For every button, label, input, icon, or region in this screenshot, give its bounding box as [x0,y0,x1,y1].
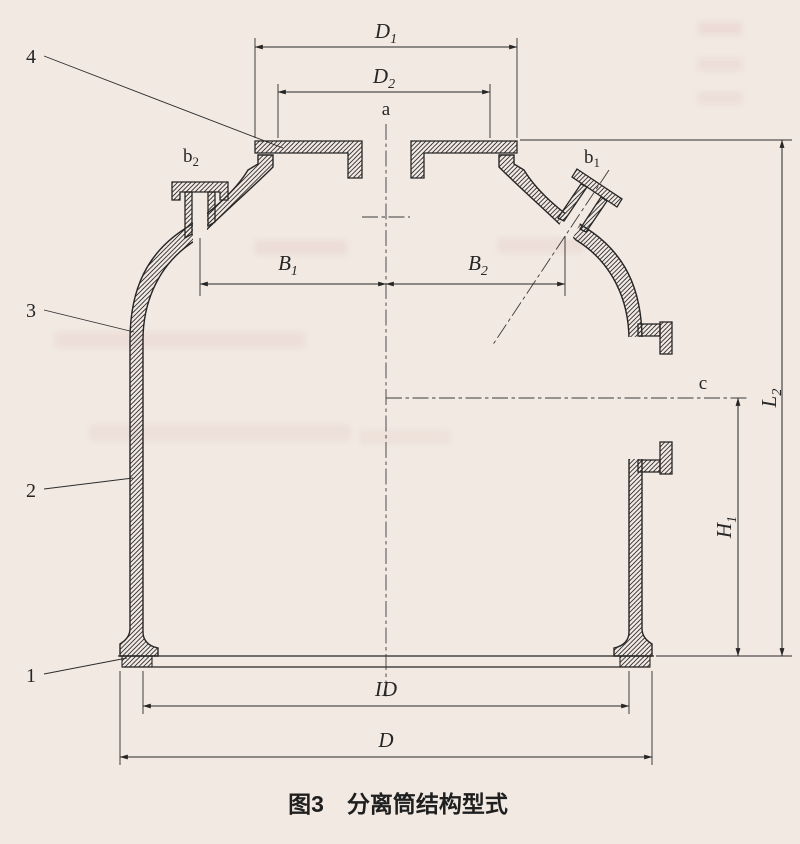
centerlines [362,124,748,700]
centerline-label-a: a [382,99,391,120]
nozzle-b2 [171,181,229,240]
nozzle-label-b2: b2 [183,146,199,169]
leader-part-1 [43,657,128,675]
leader-part-4 [43,55,284,149]
dim-label-D1: D1 [374,19,397,47]
bottom-flange-pad-left [121,655,153,668]
part-number-2: 2 [26,480,36,502]
extension-lines [119,38,792,765]
side-nozzle-neck-top [637,323,661,337]
side-nozzle-c [637,321,673,475]
leader-part-2 [43,477,134,490]
side-nozzle-flange-bottom [659,441,673,475]
leader-part-3 [43,309,135,333]
part-number-3: 3 [26,300,36,322]
part-number-1: 1 [26,665,36,687]
bleedthrough-artifacts [55,22,742,444]
bottom-flange-pad-right [619,655,651,668]
nozzle-label-b1: b1 [584,147,600,170]
nozzle-b1-axis [491,169,610,347]
dim-label-B2: B2 [468,251,488,279]
b2-wall-right [207,191,216,228]
figure-caption: 图3 分离筒结构型式 [288,791,508,817]
side-nozzle-neck-bottom [637,459,661,473]
dim-label-D2: D2 [372,64,395,92]
cover-plate-right [410,140,518,179]
dimension-lines [119,44,785,760]
b2-opening [193,198,207,244]
centerline-label-c: c [699,373,707,394]
b2-wall-left [184,191,193,240]
cover-plate-left [254,140,363,179]
b1-wall-upper [557,183,588,222]
b1-wall-lower [579,196,608,233]
dim-label-B1: B1 [278,251,298,279]
dim-label-L2: L2 [757,389,785,409]
top-cover [254,140,518,179]
dim-label-ID: ID [374,677,397,701]
leader-lines [43,55,284,675]
dim-label-D: D [377,728,393,752]
side-nozzle-flange-top [659,321,673,355]
b2-flange [171,181,229,201]
part-number-4: 4 [26,46,36,68]
dim-label-H1: H1 [712,516,740,539]
